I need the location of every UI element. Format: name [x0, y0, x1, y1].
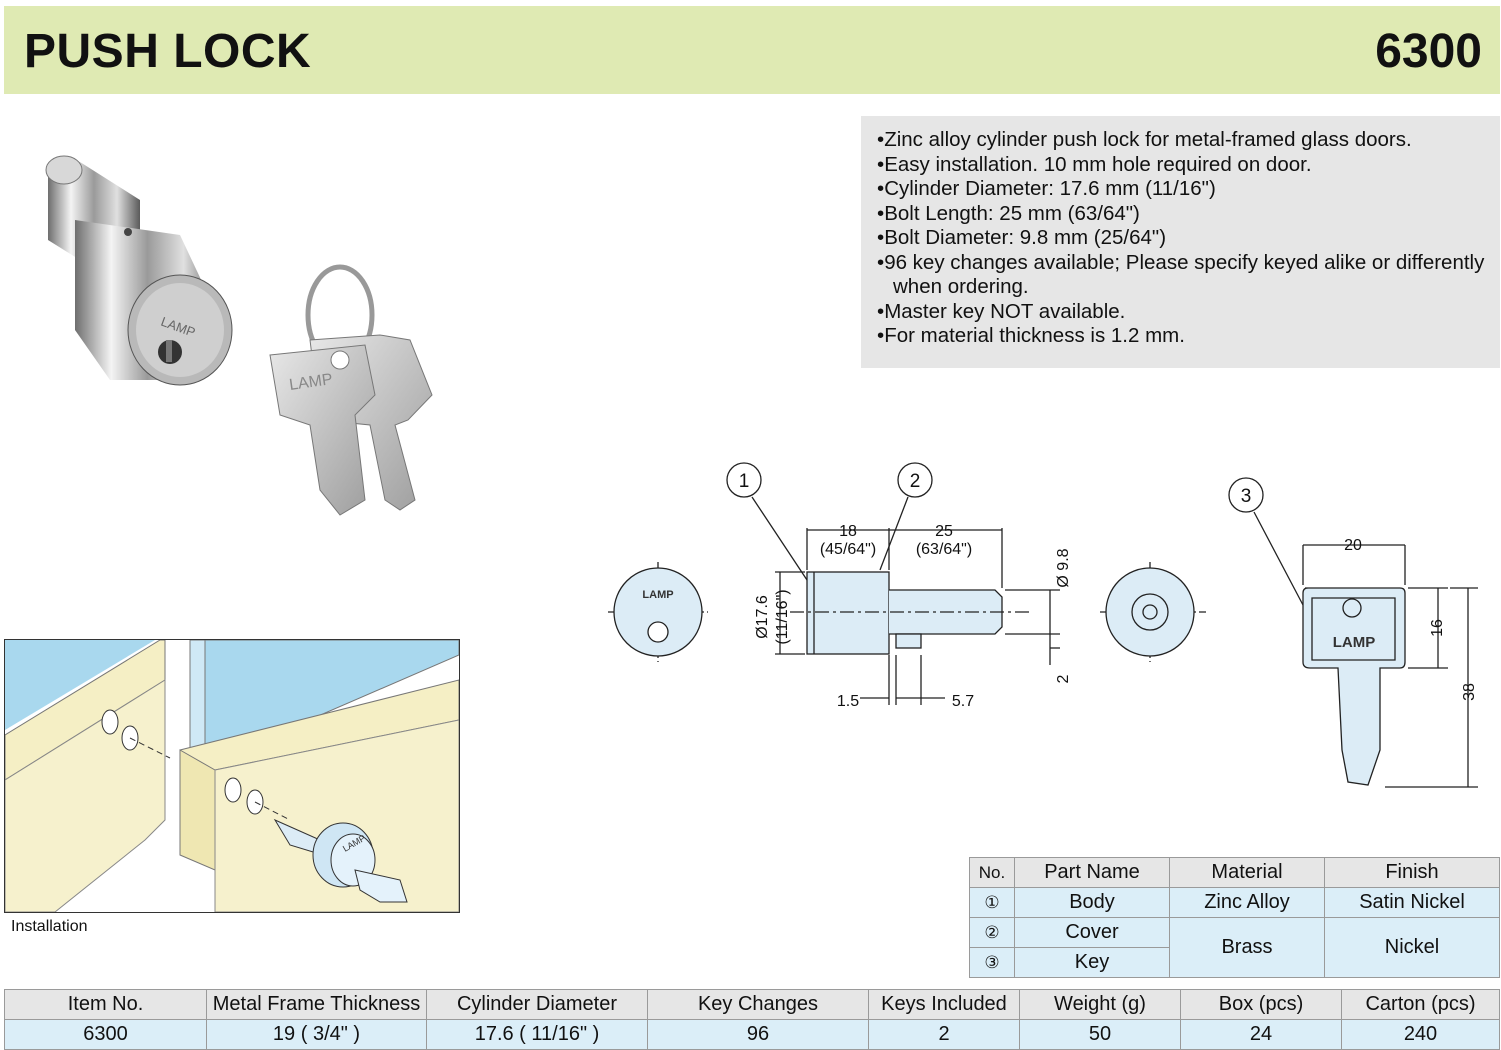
cell-cylinder-diameter: 17.6 ( 11/16" )	[426, 1019, 648, 1050]
product-photo: LAMP LAMP	[45, 155, 433, 516]
dim-1-5: 1.5	[837, 693, 859, 710]
table-row: ③ Key	[969, 947, 1500, 978]
cell-keys-included: 2	[868, 1019, 1020, 1050]
technical-drawing: 1 2 3 18 (45/64") 25 (63/64") 1.5 5.7 20…	[608, 462, 1478, 788]
cell-weight: 50	[1019, 1019, 1181, 1050]
dim-17-6: Ø17.6	[754, 595, 771, 639]
feature-item: Bolt Length: 25 mm (63/64")	[877, 202, 1490, 227]
dim-18-inch: (45/64")	[820, 541, 876, 558]
features-box: Zinc alloy cylinder push lock for metal-…	[861, 116, 1500, 368]
cell-metal-frame-thickness: 19 ( 3/4" )	[206, 1019, 427, 1050]
header-bar: PUSH LOCK 6300	[4, 6, 1500, 94]
col-header-part-name: Part Name	[1014, 857, 1170, 888]
col-header-material: Material	[1169, 857, 1325, 888]
col-header-item-no: Item No.	[4, 989, 207, 1020]
installation-illustration: LAMP	[4, 639, 460, 913]
part-no: ③	[969, 947, 1015, 978]
dim-17-6-inch: (11/16")	[774, 589, 791, 644]
feature-item: 96 key changes available; Please specify…	[877, 251, 1490, 300]
col-header-cylinder-diameter: Cylinder Diameter	[426, 989, 648, 1020]
key-drawing-brand: LAMP	[1333, 634, 1376, 651]
keys-image: LAMP	[269, 264, 433, 516]
table-row: ① Body Zinc Alloy Satin Nickel	[969, 887, 1500, 918]
table-row: ② Cover Brass Nickel	[969, 917, 1500, 978]
col-header-keys-included: Keys Included	[868, 989, 1020, 1020]
feature-item: For material thickness is 1.2 mm.	[877, 324, 1490, 349]
col-header-carton: Carton (pcs)	[1341, 989, 1500, 1020]
feature-item: Master key NOT available.	[877, 300, 1490, 325]
callout-3: 3	[1241, 486, 1252, 507]
dim-5-7: 5.7	[952, 693, 974, 710]
lock-cylinder-image: LAMP	[45, 155, 233, 386]
dim-20: 20	[1344, 537, 1362, 554]
cell-box: 24	[1180, 1019, 1342, 1050]
col-header-finish: Finish	[1324, 857, 1500, 888]
cell-key-changes: 96	[647, 1019, 869, 1050]
part-no: ②	[969, 917, 1015, 948]
col-header-metal-frame-thickness: Metal Frame Thickness	[206, 989, 427, 1020]
part-material: Zinc Alloy	[1169, 887, 1325, 918]
part-name: Key	[1014, 947, 1170, 978]
spec-table: Item No. Metal Frame Thickness Cylinder …	[4, 989, 1500, 1050]
part-name: Body	[1014, 887, 1170, 918]
dim-9-8: Ø 9.8	[1055, 548, 1072, 587]
page-title: PUSH LOCK	[24, 25, 312, 78]
dim-25: 25	[935, 523, 953, 540]
part-finish: Satin Nickel	[1324, 887, 1500, 918]
callout-1: 1	[739, 471, 750, 492]
col-header-box: Box (pcs)	[1180, 989, 1342, 1020]
part-material: Brass	[1169, 917, 1325, 978]
front-view-brand: LAMP	[642, 589, 673, 601]
feature-item: Bolt Diameter: 9.8 mm (25/64")	[877, 226, 1490, 251]
product-code: 6300	[1375, 25, 1482, 78]
dim-25-inch: (63/64")	[916, 541, 972, 558]
table-row: 6300 19 ( 3/4" ) 17.6 ( 11/16" ) 96 2 50…	[4, 1019, 1500, 1050]
dim-16: 16	[1429, 619, 1446, 637]
dim-18: 18	[839, 523, 857, 540]
dim-2: 2	[1055, 674, 1072, 683]
features-list: Zinc alloy cylinder push lock for metal-…	[877, 128, 1490, 349]
part-finish: Nickel	[1324, 917, 1500, 978]
parts-table-header: No. Part Name Material Finish	[969, 857, 1500, 888]
col-header-no: No.	[969, 857, 1015, 888]
dim-38: 38	[1461, 683, 1478, 701]
key-brand-mark: LAMP	[288, 371, 334, 394]
installation-caption: Installation	[11, 918, 88, 935]
part-name: Cover	[1014, 917, 1170, 948]
col-header-key-changes: Key Changes	[647, 989, 869, 1020]
feature-item: Easy installation. 10 mm hole required o…	[877, 153, 1490, 178]
parts-table: No. Part Name Material Finish ① Body Zin…	[969, 857, 1500, 978]
spec-table-header: Item No. Metal Frame Thickness Cylinder …	[4, 989, 1500, 1020]
feature-item: Cylinder Diameter: 17.6 mm (11/16")	[877, 177, 1490, 202]
installation-drawing: LAMP	[5, 640, 459, 912]
col-header-weight: Weight (g)	[1019, 989, 1181, 1020]
feature-item: Zinc alloy cylinder push lock for metal-…	[877, 128, 1490, 153]
callout-2: 2	[910, 471, 921, 492]
cell-item-no: 6300	[4, 1019, 207, 1050]
part-no: ①	[969, 887, 1015, 918]
cell-carton: 240	[1341, 1019, 1500, 1050]
